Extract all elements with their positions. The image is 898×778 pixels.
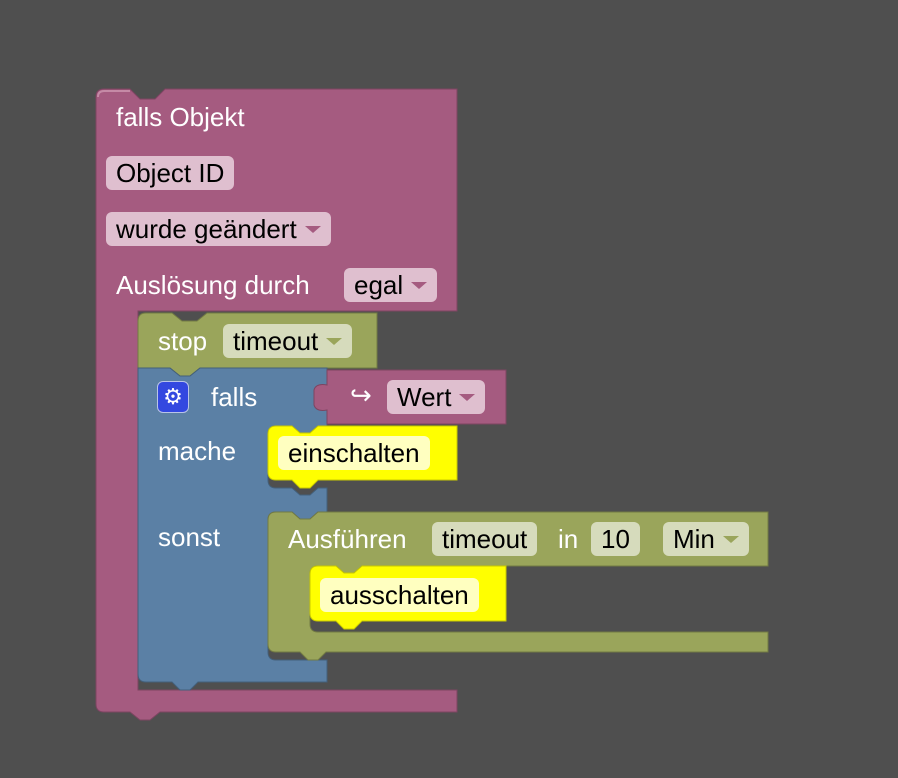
- timeout-name-field[interactable]: timeout: [432, 522, 538, 556]
- trigger-by-label: Auslösung durch: [116, 270, 310, 300]
- dropdown-arrow-icon: [304, 225, 321, 233]
- value-value: Wert: [397, 382, 452, 412]
- return-arrow-icon: ↪: [350, 380, 372, 410]
- stop-timer-value: timeout: [233, 326, 319, 356]
- timeout-name-value: timeout: [442, 524, 528, 554]
- do-label: mache: [158, 436, 237, 466]
- unit-dropdown[interactable]: Min: [663, 522, 749, 556]
- timeout-label: Ausführen: [288, 524, 407, 554]
- on-action-field[interactable]: einschalten: [278, 436, 430, 470]
- if-label: falls: [211, 382, 258, 412]
- dropdown-arrow-icon: [459, 393, 476, 401]
- dropdown-arrow-icon: [411, 281, 428, 289]
- off-action-field[interactable]: ausschalten: [320, 578, 479, 612]
- value-dropdown[interactable]: Wert: [387, 380, 486, 414]
- gear-icon[interactable]: ⚙: [157, 381, 189, 413]
- dropdown-arrow-icon: [326, 337, 343, 345]
- trigger-by-dropdown[interactable]: egal: [344, 268, 438, 302]
- dropdown-arrow-icon: [722, 535, 739, 543]
- object-id-field[interactable]: Object ID: [106, 156, 235, 190]
- condition-dropdown[interactable]: wurde geändert: [106, 212, 331, 246]
- trigger-block-shape[interactable]: [95, 88, 458, 721]
- delay-field[interactable]: 10: [591, 522, 640, 556]
- object-id-value: Object ID: [116, 158, 225, 188]
- stop-label: stop: [158, 326, 208, 356]
- trigger-by-value: egal: [354, 270, 404, 300]
- condition-value: wurde geändert: [116, 214, 297, 244]
- trigger-title: falls Objekt: [116, 102, 245, 132]
- delay-value: 10: [601, 524, 630, 554]
- in-label: in: [558, 524, 579, 554]
- off-action-label: ausschalten: [330, 580, 469, 610]
- unit-value: Min: [673, 524, 715, 554]
- else-label: sonst: [158, 522, 221, 552]
- on-action-label: einschalten: [288, 438, 420, 468]
- stop-timer-dropdown[interactable]: timeout: [223, 324, 353, 358]
